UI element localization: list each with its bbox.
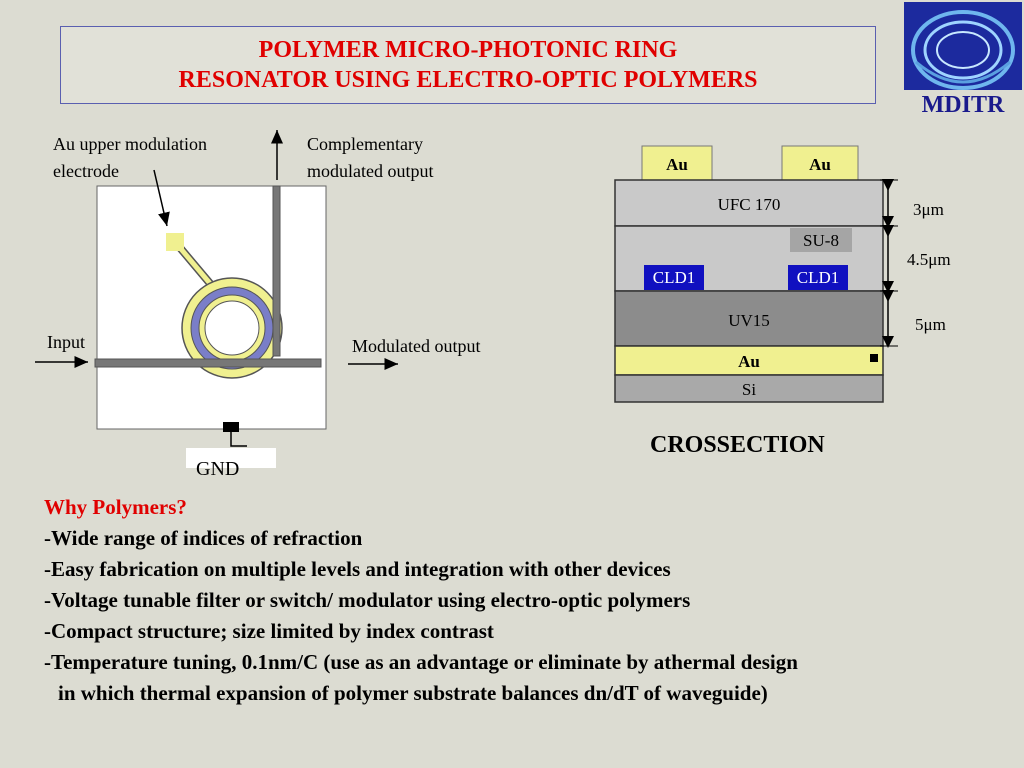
ring-logo-icon — [904, 2, 1022, 120]
complementary-label-line-1: Complementary — [307, 134, 423, 154]
bullet-5-continuation: in which thermal expansion of polymer su… — [58, 681, 768, 705]
au-top-right — [781, 145, 859, 181]
electrode-pad — [166, 233, 184, 251]
vertical-waveguide — [272, 185, 281, 357]
why-heading: Why Polymers? — [44, 495, 187, 519]
bullet-5: -Temperature tuning, 0.1nm/C (use as an … — [44, 650, 798, 674]
su8-label: SU-8 — [803, 231, 839, 250]
dim-3um-label: 3μm — [913, 200, 944, 219]
bullet-1: -Wide range of indices of refraction — [44, 526, 363, 550]
cld1-right-label: CLD1 — [797, 268, 840, 287]
au-top-left-label: Au — [666, 155, 688, 174]
electrode-pointer-arrow — [153, 169, 170, 227]
gnd-pad — [223, 422, 239, 432]
complementary-label-line-2: modulated output — [307, 161, 434, 181]
gnd-label: GND — [196, 458, 240, 480]
au-bottom-contact — [870, 354, 878, 362]
modulated-output-label: Modulated output — [352, 336, 481, 356]
bullet-3: -Voltage tunable filter or switch/ modul… — [44, 588, 691, 612]
logo-text: MDITR — [921, 92, 1005, 118]
title-box: POLYMER MICRO-PHOTONIC RING RESONATOR US… — [60, 26, 876, 104]
uv15-label: UV15 — [728, 311, 770, 330]
layer-si — [614, 374, 884, 403]
layer-au-bottom — [614, 345, 884, 376]
dim-4p5um-label: 4.5μm — [907, 250, 951, 269]
device-diagram: Au Au UFC 170 SU-8 CLD1 CLD1 UV15 Au Si … — [35, 130, 951, 468]
cld1-left — [644, 265, 704, 290]
why-polymers-section: Why Polymers? -Wide range of indices of … — [44, 492, 798, 709]
layer-uv15 — [614, 290, 884, 347]
cld1-right — [788, 265, 848, 290]
dim-5um-label: 5μm — [915, 315, 946, 334]
gnd-label-box — [186, 448, 276, 468]
gnd-wire — [230, 432, 247, 447]
electrode-label-line-2: electrode — [53, 161, 119, 181]
horizontal-waveguide — [94, 358, 322, 368]
input-label: Input — [47, 332, 85, 352]
title-line-2: RESONATOR USING ELECTRO-OPTIC POLYMERS — [178, 67, 758, 93]
crossection-title: CROSSECTION — [650, 432, 825, 458]
au-top-right-label: Au — [809, 155, 831, 174]
bullet-4: -Compact structure; size limited by inde… — [44, 619, 494, 643]
ufc170-label: UFC 170 — [718, 195, 781, 214]
cld1-left-label: CLD1 — [653, 268, 696, 287]
su8-tag — [790, 228, 852, 252]
au-top-left — [641, 145, 713, 181]
electrode-label-line-1: Au upper modulation — [53, 134, 207, 154]
au-bottom-label: Au — [738, 352, 760, 371]
title-line-1: POLYMER MICRO-PHOTONIC RING — [258, 37, 678, 63]
bullet-2: -Easy fabrication on multiple levels and… — [44, 557, 671, 581]
si-label: Si — [742, 380, 756, 399]
